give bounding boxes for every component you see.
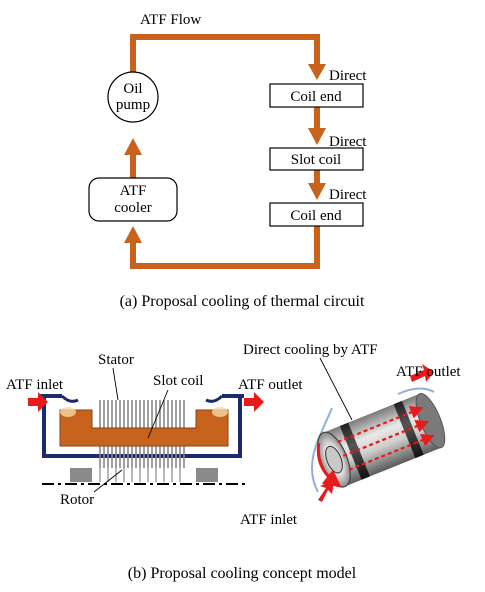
coil-end-box-1-label: Coil end [290, 89, 342, 105]
cross-section: Stator Slot coil ATF inlet ATF outlet Ro… [6, 352, 303, 508]
arrowhead-down-2 [308, 128, 326, 145]
slot-coil-box [269, 147, 364, 171]
coil-end-box-1 [269, 83, 364, 108]
housing-curve-left [60, 394, 79, 403]
oil-pump-node [107, 71, 159, 123]
end-flow-arc [316, 442, 342, 488]
inlet-arrow [28, 392, 48, 412]
direct-label-2: Direct [329, 134, 367, 150]
model-inlet-label: ATF inlet [240, 512, 298, 528]
atf-cooler-label-2: cooler [114, 200, 151, 216]
flow-arrowheads [124, 64, 326, 243]
outlet-pipe [397, 387, 435, 395]
caption-b: (b) Proposal cooling concept model [128, 565, 357, 582]
coil-end-box-2 [269, 202, 364, 227]
concept-model: Direct cooling by ATF ATF outlet ATF inl… [240, 342, 461, 528]
arrowhead-up-1 [124, 138, 142, 155]
slot-coil-label: Slot coil [153, 373, 203, 389]
internal-flow-arrows [337, 406, 435, 471]
outlet-arrow [244, 392, 264, 412]
stator-leader [112, 367, 119, 401]
model-inlet-arrow [318, 480, 334, 502]
slot-coil-box-label: Slot coil [291, 152, 341, 168]
model-outlet-label: ATF outlet [396, 364, 461, 380]
cross-section-inlet-label: ATF inlet [6, 377, 64, 393]
stator-label: Stator [98, 352, 134, 368]
atf-cooler-node [88, 177, 178, 222]
oil-pump-label-2: pump [116, 97, 150, 113]
arrowhead-up-2 [124, 226, 142, 243]
coil-highlight-right [212, 407, 228, 417]
model-outlet-arrow [410, 364, 434, 382]
oil-pump-label-1: Oil [123, 81, 142, 97]
rotor-leader [93, 469, 123, 493]
caption-a: (a) Proposal cooling of thermal circuit [120, 293, 365, 310]
slot-coil-leader [147, 389, 169, 439]
housing [42, 396, 242, 458]
thermal-circuit: ATF Flow Oil pump ATF cooler Direct Dire… [88, 12, 367, 310]
rotor-block-left [70, 468, 92, 482]
rotor-block-right [196, 468, 218, 482]
coil-end-box-2-label: Coil end [290, 208, 342, 224]
arrowhead-down-3 [308, 183, 326, 200]
rotor-label: Rotor [60, 492, 94, 508]
cross-section-outlet-label: ATF outlet [238, 377, 303, 393]
flow-label: ATF Flow [140, 12, 201, 28]
coil-winding [59, 409, 229, 447]
direct-cooling-label: Direct cooling by ATF [243, 342, 378, 358]
atf-cooler-label-1: ATF [120, 183, 147, 199]
rotor-lamination [99, 468, 181, 482]
housing-curve-right [205, 394, 224, 403]
direct-cooling-leader [319, 357, 353, 421]
direct-label-3: Direct [329, 187, 367, 203]
coil-highlight-left [60, 407, 76, 417]
arrowhead-down-1 [308, 64, 326, 80]
direct-label-1: Direct [329, 68, 367, 84]
cylinder [316, 393, 446, 488]
